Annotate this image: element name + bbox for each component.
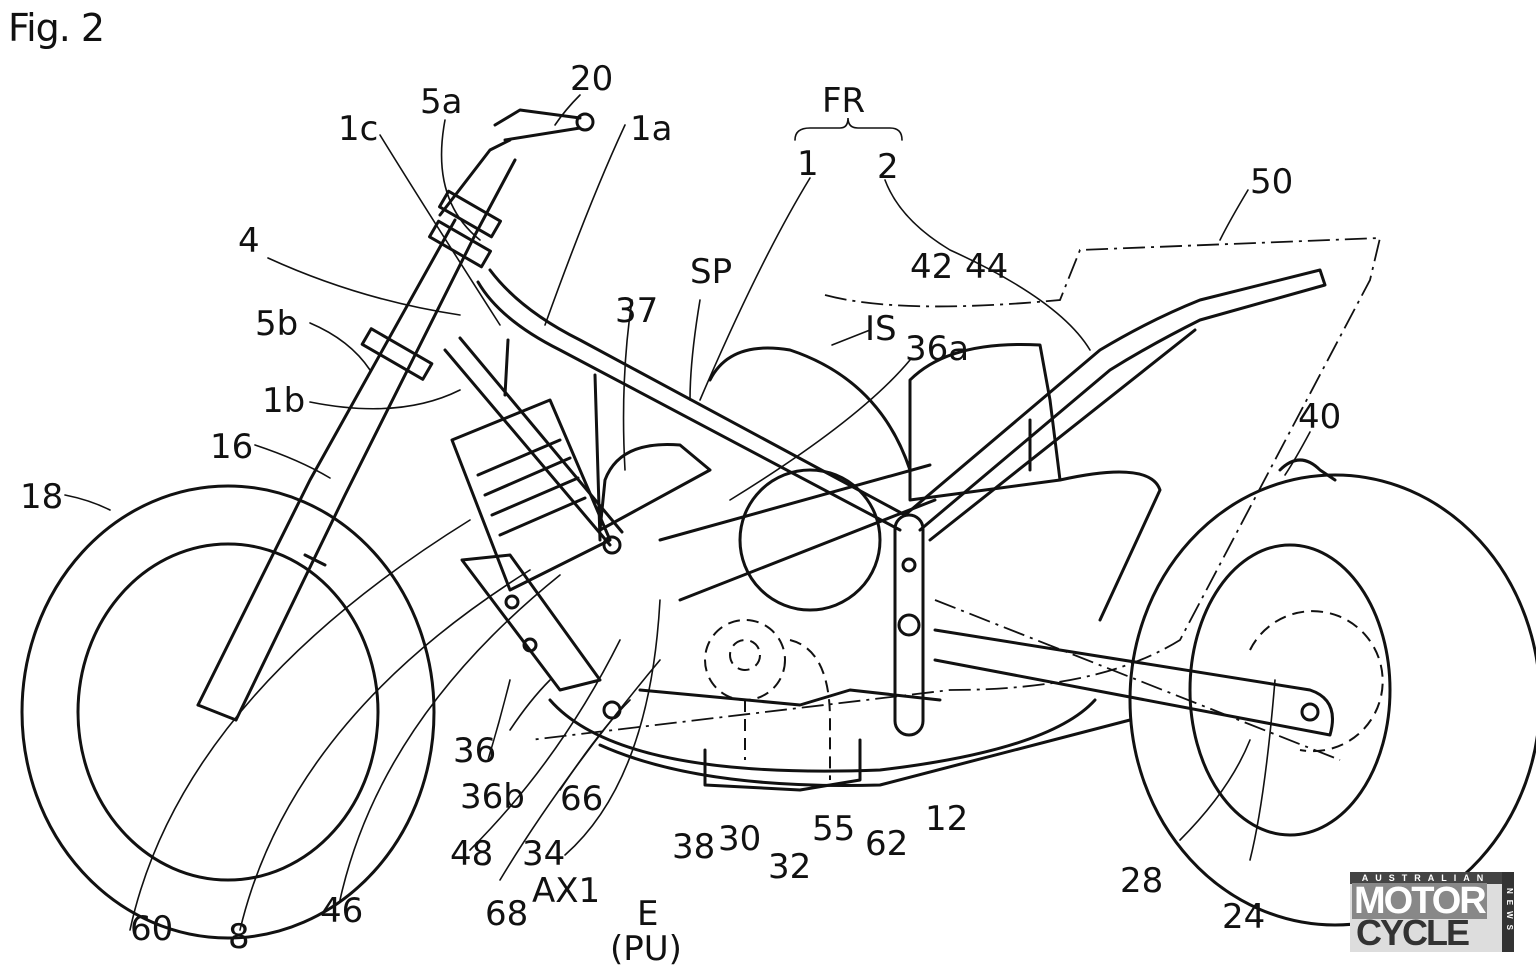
label-IS: IS (865, 309, 897, 349)
swingarm (602, 513, 1334, 737)
label-50: 50 (1250, 162, 1293, 202)
label-48: 48 (450, 834, 493, 874)
label-66: 66 (560, 779, 603, 819)
label-44: 44 (965, 247, 1008, 287)
label-4: 4 (238, 221, 260, 261)
label-34: 34 (522, 834, 565, 874)
watermark-motor-text: MOTOR (1352, 880, 1487, 922)
label-AX1: AX1 (532, 871, 600, 911)
label-20: 20 (570, 59, 613, 99)
label-36b: 36b (460, 777, 525, 817)
label-5a: 5a (420, 82, 462, 122)
label-1: 1 (797, 144, 819, 184)
label-55: 55 (812, 809, 855, 849)
label-46: 46 (320, 891, 363, 931)
radiator (460, 553, 602, 692)
fr-bracket (794, 117, 903, 141)
label-38: 38 (672, 827, 715, 867)
label-40: 40 (1298, 397, 1341, 437)
label-1b: 1b (262, 381, 305, 421)
label-62: 62 (865, 824, 908, 864)
front-wheel (20, 484, 436, 940)
part-labels: 20 5a 1c 1a FR 1 2 50 4 SP 42 44 37 IS 3… (20, 59, 1341, 969)
label-E: E (637, 894, 658, 934)
label-68: 68 (485, 894, 528, 934)
rear-fender (1278, 458, 1337, 482)
label-1c: 1c (338, 109, 378, 149)
label-28: 28 (1120, 861, 1163, 901)
label-32: 32 (768, 847, 811, 887)
watermark-side-text: NEWS (1502, 872, 1514, 952)
label-24: 24 (1222, 897, 1265, 937)
rear-wheel (1128, 473, 1536, 927)
figure-title: Fig. 2 (8, 6, 105, 50)
phantom-outlines (529, 237, 1382, 761)
label-1a: 1a (630, 109, 672, 149)
lower-frame (548, 698, 1132, 787)
label-36: 36 (453, 731, 496, 771)
leader-lines (64, 94, 1311, 931)
label-18: 18 (20, 477, 63, 517)
label-FR: FR (822, 81, 865, 121)
watermark-logo: AUSTRALIAN MOTOR CYCLE NEWS (1350, 872, 1514, 952)
label-2: 2 (877, 147, 899, 187)
front-fork (196, 108, 595, 722)
label-8: 8 (228, 917, 250, 957)
label-5b: 5b (255, 304, 298, 344)
label-37: 37 (615, 291, 658, 331)
watermark-top-text: AUSTRALIAN (1350, 872, 1502, 884)
label-SP: SP (690, 252, 732, 292)
label-12: 12 (925, 799, 968, 839)
label-60: 60 (130, 909, 173, 949)
label-16: 16 (210, 427, 253, 467)
label-42: 42 (910, 247, 953, 287)
watermark-cycle-text: CYCLE (1356, 912, 1470, 953)
label-30: 30 (718, 819, 761, 859)
intake-system (708, 342, 1162, 622)
engine-unit (450, 398, 942, 792)
label-PU: (PU) (610, 929, 682, 969)
label-36a: 36a (905, 329, 969, 369)
